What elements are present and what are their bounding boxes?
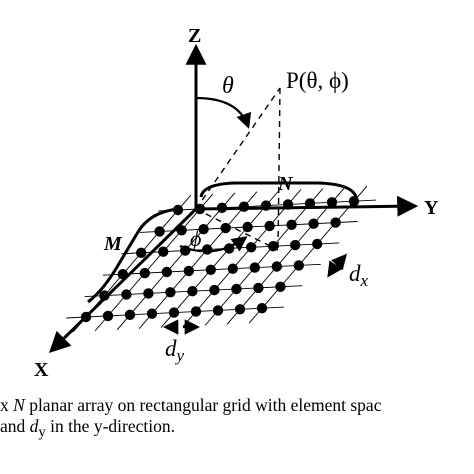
z-axis-label: Z — [188, 25, 201, 47]
theta-label: θ — [222, 73, 234, 99]
caption-line-2: and dy in the y-direction. — [0, 416, 175, 441]
x-axis-label: X — [34, 359, 49, 381]
grid-column-line — [116, 192, 236, 331]
phi-arc — [179, 236, 248, 253]
figure-caption: x N planar array on rectangular grid wit… — [0, 395, 474, 444]
array-element-dot — [187, 286, 198, 297]
n-brace — [199, 181, 358, 198]
array-element-dot — [209, 284, 220, 296]
array-element-dot — [275, 281, 286, 292]
array-element-dot — [102, 310, 114, 322]
array-n-label: N — [277, 173, 294, 195]
grid-column-line — [204, 188, 324, 326]
array-element-dot — [264, 220, 275, 232]
array-element-dot — [227, 263, 238, 274]
array-element-dot — [238, 201, 250, 212]
array-element-dot — [143, 288, 154, 299]
dy-label: dy — [165, 336, 185, 365]
phi-label: ϕ — [190, 226, 201, 251]
grid-column-line — [248, 185, 368, 324]
array-element-dot — [231, 283, 242, 295]
array-element-dot — [246, 242, 257, 253]
array-element-dot — [242, 221, 253, 233]
grid-column-line — [94, 193, 214, 332]
array-element-dot — [256, 303, 268, 314]
grid-column-line — [138, 191, 258, 329]
array-element-dot — [330, 217, 341, 228]
array-element-dot — [168, 307, 180, 318]
array-element-dot — [293, 260, 304, 271]
projection-ground — [195, 208, 279, 251]
dx-label: dx — [349, 261, 369, 290]
array-element-dot — [124, 309, 136, 320]
array-element-dot — [290, 239, 301, 251]
array-element-dot — [183, 265, 194, 277]
array-element-dot — [286, 219, 297, 230]
array-element-dot — [121, 289, 132, 300]
array-m-label: M — [103, 233, 123, 255]
point-p-label: P(θ, ϕ) — [286, 68, 349, 93]
grid-column-line — [226, 187, 346, 325]
grid-column-line — [160, 190, 280, 328]
projection-vertical — [277, 87, 281, 251]
array-element-dot — [161, 266, 172, 278]
array-element-dot — [212, 305, 224, 316]
array-element-dot — [326, 197, 338, 208]
array-element-dot — [139, 267, 150, 279]
caption-line-1: x N planar array on rectangular grid wit… — [0, 395, 382, 415]
array-element-dot — [202, 244, 213, 255]
array-element-dot — [146, 308, 158, 319]
array-element-dot — [205, 264, 216, 275]
array-element-dot — [234, 304, 246, 315]
y-axis — [195, 195, 419, 217]
dx-marker — [327, 253, 348, 278]
array-element-dot — [308, 218, 319, 229]
array-element-dot — [253, 282, 264, 294]
theta-arc — [195, 96, 252, 129]
array-element-dot — [271, 261, 282, 272]
array-element-dot — [190, 306, 202, 317]
array-element-dot — [312, 238, 323, 250]
array-element-dot — [348, 196, 360, 207]
m-brace — [87, 207, 179, 304]
array-element-dot — [154, 226, 165, 237]
grid-column-line — [182, 189, 302, 327]
array-element-dot — [165, 287, 176, 298]
array-element-dot — [136, 247, 147, 258]
direction-line — [195, 87, 281, 210]
y-axis-label: Y — [424, 197, 439, 219]
x-axis — [48, 207, 198, 353]
array-element-dot — [198, 224, 209, 235]
array-element-dot — [158, 246, 169, 257]
array-element-dot — [249, 262, 260, 273]
